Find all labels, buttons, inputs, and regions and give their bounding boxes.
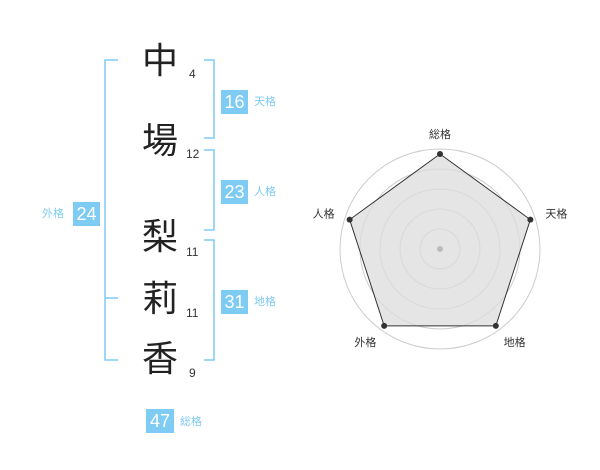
name-char-2: 場 [141,121,178,162]
jinkaku-badge: 23 [221,180,248,204]
tenkaku-label: 天格 [254,95,276,108]
tenkaku-bracket [204,59,215,139]
jinkaku-bracket [204,149,215,231]
radar-axis-label: 地格 [504,335,526,349]
stroke-count-5: 9 [189,366,196,380]
radar-axis-label: 人格 [313,206,335,220]
radar-point-2 [527,216,534,223]
name-char-4: 莉 [141,279,178,320]
gaikaku-label: 外格 [42,207,64,220]
name-char-3: 梨 [141,217,178,258]
gaikaku-bracket [104,59,118,361]
radar-point-3 [492,322,499,329]
gaikaku-badge: 24 [73,202,100,226]
radar-polygon [349,153,531,327]
stroke-count-1: 4 [189,67,196,81]
stroke-count-2: 12 [186,147,200,161]
chikaku-label: 地格 [254,295,276,308]
soukaku-badge: 47 [146,409,174,433]
radar-ring [339,148,541,350]
tenkaku-badge: 16 [221,90,248,114]
name-char-5: 香 [141,339,178,380]
radar-axis-label: 総格 [429,127,451,141]
radar-center-dot [437,246,443,252]
radar-axis-label: 天格 [545,206,567,220]
stroke-count-4: 11 [186,306,199,320]
chikaku-badge: 31 [221,290,248,314]
soukaku-label: 総格 [180,415,202,428]
radar-point-1 [437,151,443,157]
stroke-count-3: 11 [186,245,199,259]
name-char-1: 中 [141,41,178,82]
radar-point-4 [381,322,388,329]
jinkaku-label: 人格 [254,185,276,198]
radar-axis-label: 外格 [354,335,376,349]
radar-points [346,151,534,329]
chikaku-bracket [204,239,215,361]
radar-point-5 [346,216,353,223]
